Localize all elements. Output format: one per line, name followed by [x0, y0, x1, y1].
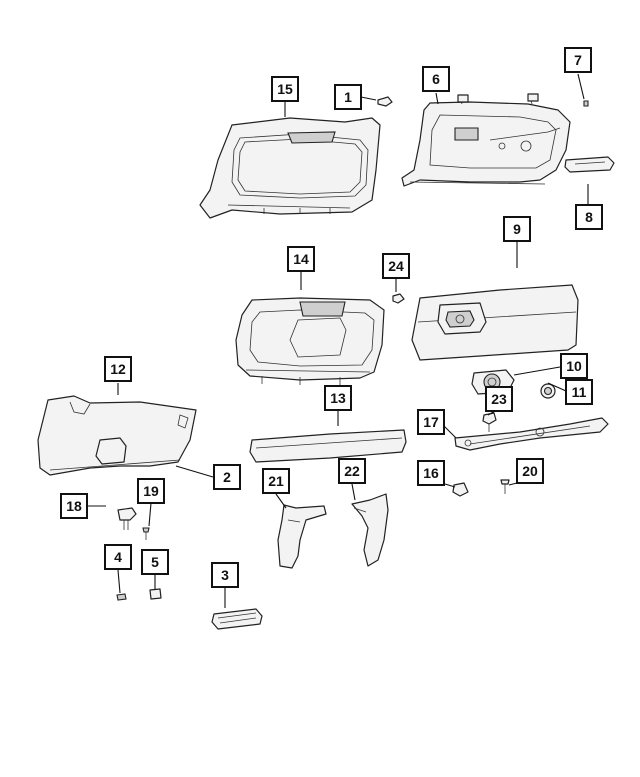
callout-label: 20 — [522, 463, 538, 479]
part-20-drawing — [500, 479, 510, 494]
callout-label: 23 — [491, 391, 507, 407]
callout-label: 15 — [277, 81, 293, 97]
callout-8: 8 — [575, 204, 603, 230]
part-6-drawing — [401, 93, 571, 187]
part-7-drawing — [583, 100, 589, 107]
part-8-drawing — [564, 156, 615, 173]
callout-label: 14 — [293, 251, 309, 267]
callout-20: 20 — [516, 458, 544, 484]
callout-label: 12 — [110, 361, 126, 377]
callout-22: 22 — [338, 458, 366, 484]
part-1-drawing — [377, 96, 393, 107]
callout-19: 19 — [137, 478, 165, 504]
callout-label: 18 — [66, 498, 82, 514]
callout-label: 11 — [572, 384, 587, 400]
part-19-drawing — [142, 527, 150, 540]
callout-6: 6 — [422, 66, 450, 92]
callout-23: 23 — [485, 386, 513, 412]
callout-17: 17 — [417, 409, 445, 435]
callout-label: 24 — [388, 258, 404, 274]
callout-label: 5 — [151, 554, 159, 570]
callout-13: 13 — [324, 385, 352, 411]
callout-label: 10 — [566, 358, 582, 374]
part-23-drawing — [482, 412, 497, 432]
callout-label: 7 — [574, 52, 582, 68]
callout-24: 24 — [382, 253, 410, 279]
part-11-drawing — [540, 383, 556, 399]
callout-15: 15 — [271, 76, 299, 102]
part-13-drawing — [249, 429, 407, 463]
callout-label: 19 — [143, 483, 159, 499]
part-22-drawing — [351, 493, 389, 567]
callout-10: 10 — [560, 353, 588, 379]
callout-3: 3 — [211, 562, 239, 588]
part-21-drawing — [277, 504, 327, 569]
callout-21: 21 — [262, 468, 290, 494]
callout-18: 18 — [60, 493, 88, 519]
callout-12: 12 — [104, 356, 132, 382]
callout-4: 4 — [104, 544, 132, 570]
part-17-drawing — [454, 417, 609, 451]
callout-label: 3 — [221, 567, 229, 583]
callout-label: 4 — [114, 549, 122, 565]
callout-label: 22 — [344, 463, 360, 479]
callout-label: 6 — [432, 71, 440, 87]
part-9-drawing — [411, 284, 579, 361]
callout-label: 17 — [423, 414, 439, 430]
callout-5: 5 — [141, 549, 169, 575]
callout-label: 1 — [344, 89, 352, 105]
part-3-drawing — [211, 608, 263, 630]
callout-9: 9 — [503, 216, 531, 242]
callout-1: 1 — [334, 84, 362, 110]
callout-16: 16 — [417, 460, 445, 486]
callout-label: 16 — [423, 465, 439, 481]
part-15-drawing — [199, 117, 381, 219]
part-12-drawing — [37, 395, 197, 476]
callout-14: 14 — [287, 246, 315, 272]
part-4-drawing — [116, 593, 127, 601]
callout-label: 13 — [330, 390, 346, 406]
part-16-drawing — [452, 482, 469, 497]
part-5-drawing — [149, 588, 162, 600]
callout-label: 8 — [585, 209, 593, 225]
callout-label: 9 — [513, 221, 521, 237]
callout-label: 21 — [268, 473, 284, 489]
callout-11: 11 — [565, 379, 593, 405]
part-18-drawing — [117, 507, 137, 530]
part-24-drawing — [392, 293, 405, 304]
part-14-drawing — [235, 297, 385, 385]
callout-label: 2 — [223, 469, 231, 485]
callout-7: 7 — [564, 47, 592, 73]
callout-2: 2 — [213, 464, 241, 490]
